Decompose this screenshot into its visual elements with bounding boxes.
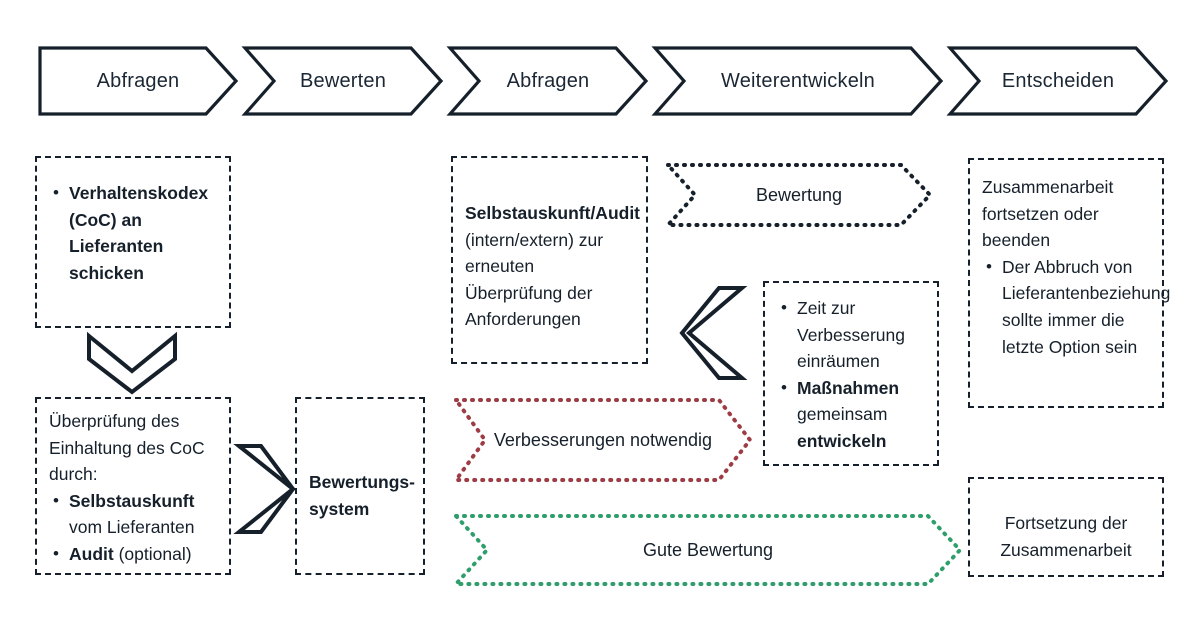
box-self-disclosure: Selbstauskunft/Audit (intern/extern) zur… bbox=[451, 156, 648, 364]
bullet-mid: gemeinsam bbox=[797, 404, 888, 425]
chevron-shape bbox=[446, 46, 649, 116]
list-item: Audit (optional) bbox=[53, 541, 217, 568]
bullet-rest: (optional) bbox=[113, 543, 192, 564]
box-improvement-measures: Zeit zur Verbesserung einräumen Maßnahme… bbox=[763, 281, 939, 466]
process-banner-label: Abfragen bbox=[506, 69, 590, 92]
self-disclosure-rest: (intern/extern) zur erneuten Überprüfung… bbox=[465, 229, 604, 330]
bullet-text: Zeit zur Verbesserung einräumen bbox=[797, 298, 905, 372]
bullet-bold-b: entwickeln bbox=[797, 430, 887, 451]
chevron-right-icon bbox=[233, 443, 297, 535]
process-banner-weiterentwickeln[interactable]: Weiterentwickeln bbox=[651, 46, 944, 116]
process-banner-label: Abfragen bbox=[96, 69, 180, 92]
box-continuation: Fortsetzung der Zusammenarbeit bbox=[968, 477, 1164, 577]
box-cooperation-decision: Zusammenarbeit fortsetzen oder beenden D… bbox=[968, 158, 1170, 408]
list-item: Selbstauskunft vom Lieferanten bbox=[53, 488, 217, 541]
bullet-text: Der Abbruch von Lieferantenbeziehung sol… bbox=[1002, 256, 1171, 357]
self-disclosure-text: Selbstauskunft/Audit (intern/extern) zur… bbox=[465, 200, 640, 333]
process-banner-entscheiden[interactable]: Entscheiden bbox=[946, 46, 1169, 116]
process-banner-bewerten[interactable]: Bewerten bbox=[241, 46, 444, 116]
bullet-list: Selbstauskunft vom Lieferanten Audit (op… bbox=[49, 488, 217, 568]
list-item: Verhaltenskodex (CoC) an Lieferanten sch… bbox=[53, 180, 217, 286]
chevron-shape bbox=[946, 46, 1169, 116]
bullet-list: Der Abbruch von Lieferantenbeziehung sol… bbox=[982, 254, 1170, 360]
chevron-down-icon bbox=[86, 331, 178, 395]
process-banner-label: Bewerten bbox=[299, 69, 387, 92]
bullet-bold-a: Maßnahmen bbox=[797, 377, 900, 398]
process-banner-label: Weiterentwickeln bbox=[720, 69, 875, 92]
process-banner-label: Entscheiden bbox=[1001, 69, 1115, 92]
pentagon-shape bbox=[38, 46, 239, 116]
box-coc-check: Überprüfung des Einhaltung des CoC durch… bbox=[35, 397, 231, 575]
box-rating-system: Bewertungs-system bbox=[295, 397, 425, 575]
self-disclosure-bold: Selbstauskunft/Audit bbox=[465, 203, 641, 223]
process-banner-abfragen-2[interactable]: Abfragen bbox=[446, 46, 649, 116]
bullet-list: Zeit zur Verbesserung einräumen Maßnahme… bbox=[777, 295, 925, 455]
chevron-left-icon bbox=[679, 285, 748, 381]
continuation-label: Fortsetzung der Zusammenarbeit bbox=[1000, 513, 1132, 560]
bullet-bold: Selbstauskunft bbox=[69, 490, 195, 511]
box-coc-send: Verhaltenskodex (CoC) an Lieferanten sch… bbox=[35, 156, 231, 328]
flow-arrow-improvements: Verbesserungen notwendig bbox=[452, 397, 753, 483]
bullet-list: Verhaltenskodex (CoC) an Lieferanten sch… bbox=[49, 180, 217, 286]
flow-arrow-evaluation: Bewertung bbox=[663, 162, 933, 228]
chevron-shape bbox=[651, 46, 944, 116]
process-banner-abfragen-1[interactable]: Abfragen bbox=[38, 46, 239, 116]
coc-send-text: Verhaltenskodex (CoC) an Lieferanten sch… bbox=[69, 183, 209, 283]
coc-check-intro: Überprüfung des Einhaltung des CoC durch… bbox=[49, 411, 205, 485]
list-item: Maßnahmen gemeinsam entwickeln bbox=[781, 375, 925, 455]
rating-system-label: Bewertungs-system bbox=[309, 472, 415, 519]
list-item: Der Abbruch von Lieferantenbeziehung sol… bbox=[986, 254, 1170, 360]
bullet-bold: Audit bbox=[69, 543, 114, 564]
bullet-rest: vom Lieferanten bbox=[69, 517, 195, 538]
flow-arrow-good-rating: Gute Bewertung bbox=[451, 513, 963, 587]
cooperation-intro: Zusammenarbeit fortsetzen oder beenden bbox=[982, 177, 1114, 251]
chevron-shape bbox=[241, 46, 444, 116]
list-item: Zeit zur Verbesserung einräumen bbox=[781, 295, 925, 375]
